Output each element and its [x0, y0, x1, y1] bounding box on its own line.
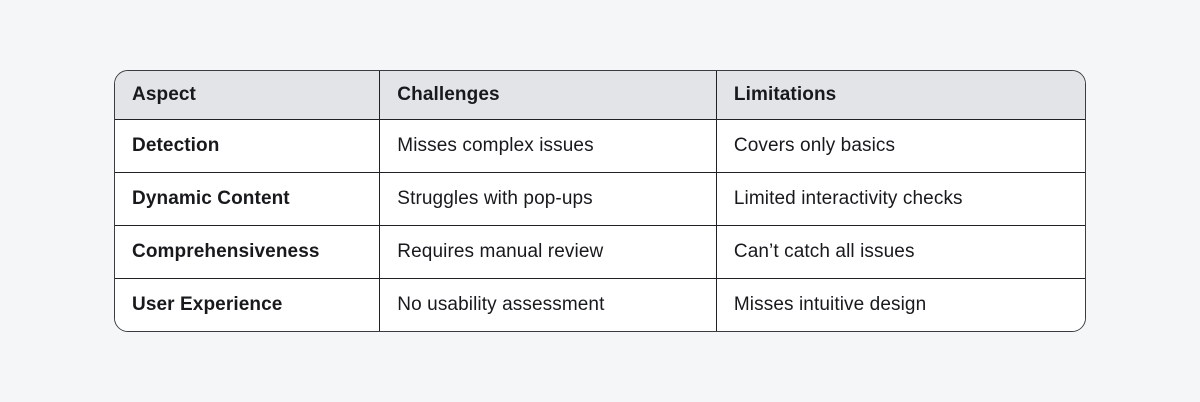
table-row: Detection Misses complex issues Covers o…	[115, 119, 1085, 173]
cell-comprehensiveness-limitations: Can’t catch all issues	[715, 225, 1085, 279]
table-row: User Experience No usability assessment …	[115, 278, 1085, 331]
table-row: Comprehensiveness Requires manual review…	[115, 225, 1085, 279]
cell-dynamic-content-limitations: Limited interactivity checks	[715, 172, 1085, 226]
cell-user-experience-challenges: No usability assessment	[379, 278, 717, 331]
row-label-dynamic-content: Dynamic Content	[115, 172, 381, 226]
table-body: Detection Misses complex issues Covers o…	[115, 119, 1085, 331]
column-header-challenges: Challenges	[379, 71, 717, 120]
cell-detection-challenges: Misses complex issues	[379, 119, 717, 173]
table-header: Aspect Challenges Limitations	[115, 71, 1085, 120]
cell-user-experience-limitations: Misses intuitive design	[715, 278, 1085, 331]
row-label-detection: Detection	[115, 119, 381, 173]
header-row: Aspect Challenges Limitations	[115, 71, 1085, 120]
row-label-comprehensiveness: Comprehensiveness	[115, 225, 381, 279]
column-header-limitations: Limitations	[715, 71, 1085, 120]
row-label-user-experience: User Experience	[115, 278, 381, 331]
aspect-challenges-limitations-table: Aspect Challenges Limitations Detection …	[115, 71, 1085, 331]
comparison-table: Aspect Challenges Limitations Detection …	[114, 70, 1086, 332]
cell-dynamic-content-challenges: Struggles with pop-ups	[379, 172, 717, 226]
column-header-aspect: Aspect	[115, 71, 381, 120]
cell-detection-limitations: Covers only basics	[715, 119, 1085, 173]
table-row: Dynamic Content Struggles with pop-ups L…	[115, 172, 1085, 226]
cell-comprehensiveness-challenges: Requires manual review	[379, 225, 717, 279]
